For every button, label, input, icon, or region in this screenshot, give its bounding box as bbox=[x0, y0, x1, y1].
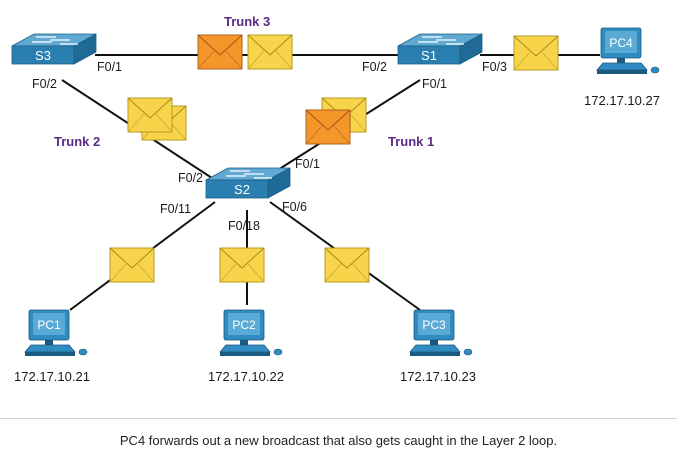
trunk3-label: Trunk 3 bbox=[224, 14, 270, 29]
s1-port-f02: F0/2 bbox=[362, 60, 387, 74]
pc-icon bbox=[596, 27, 660, 75]
trunk2-label: Trunk 2 bbox=[54, 134, 100, 149]
trunk1-frame-front-envelope-icon bbox=[305, 109, 351, 145]
pc1-frame-envelope-icon bbox=[109, 247, 155, 283]
trunk1-label: Trunk 1 bbox=[388, 134, 434, 149]
diagram-caption: PC4 forwards out a new broadcast that al… bbox=[119, 433, 558, 448]
pc2-frame-envelope-icon bbox=[219, 247, 265, 283]
switch-icon bbox=[397, 33, 483, 65]
pc-icon bbox=[24, 309, 88, 357]
s3-port-f01: F0/1 bbox=[97, 60, 122, 74]
pc3-ip: 172.17.10.23 bbox=[400, 369, 476, 384]
pc-pc3[interactable]: PC3 bbox=[409, 309, 473, 357]
switch-s2-label: S2 bbox=[234, 182, 250, 197]
pc2-ip: 172.17.10.22 bbox=[208, 369, 284, 384]
s2-port-f02: F0/2 bbox=[178, 171, 203, 185]
port-labels: F0/1 F0/2 F0/2 F0/3 F0/1 F0/1 F0/2 F0/11… bbox=[32, 60, 507, 233]
broadcast-frame-yellow-envelope-icon bbox=[247, 34, 293, 70]
pc-pc1[interactable]: PC1 bbox=[24, 309, 88, 357]
pc-icon bbox=[219, 309, 283, 357]
s2-port-f018: F0/18 bbox=[228, 219, 260, 233]
pc-pc4[interactable]: PC4 bbox=[596, 27, 660, 75]
pc2-label: PC2 bbox=[232, 318, 256, 332]
pc3-frame-envelope-icon bbox=[324, 247, 370, 283]
s1-port-f03: F0/3 bbox=[482, 60, 507, 74]
pc4-ip: 172.17.10.27 bbox=[584, 93, 660, 108]
switch-s2[interactable]: S2 bbox=[205, 167, 291, 199]
trunk2-frame-front-envelope-icon bbox=[127, 97, 173, 133]
switch-s1-label: S1 bbox=[421, 48, 437, 63]
switch-s3-label: S3 bbox=[35, 48, 51, 63]
s2-port-f06: F0/6 bbox=[282, 200, 307, 214]
pc1-label: PC1 bbox=[37, 318, 61, 332]
s1-port-f01: F0/1 bbox=[422, 77, 447, 91]
pc1-ip: 172.17.10.21 bbox=[14, 369, 90, 384]
pc3-label: PC3 bbox=[422, 318, 446, 332]
pc-icon bbox=[409, 309, 473, 357]
switch-s3[interactable]: S3 bbox=[11, 33, 97, 65]
s2-port-f011: F0/11 bbox=[160, 202, 191, 216]
network-diagram: S3 S1 S2 PC4 PC1 PC2 PC3 bbox=[11, 14, 660, 384]
s2-port-f01: F0/1 bbox=[295, 157, 320, 171]
pc-pc2[interactable]: PC2 bbox=[219, 309, 283, 357]
caption-divider bbox=[0, 418, 677, 419]
s3-port-f02: F0/2 bbox=[32, 77, 57, 91]
pc4-label: PC4 bbox=[609, 36, 633, 50]
switch-s1[interactable]: S1 bbox=[397, 33, 483, 65]
pc4-broadcast-envelope-icon bbox=[513, 35, 559, 71]
switch-icon bbox=[11, 33, 97, 65]
broadcast-frame-orange-envelope-icon bbox=[197, 34, 243, 70]
